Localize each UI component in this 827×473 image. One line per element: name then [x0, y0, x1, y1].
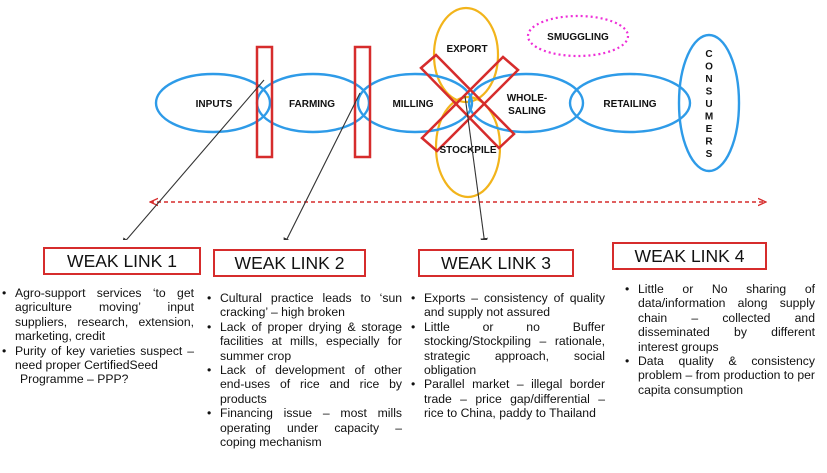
- consumers-node: [677, 33, 741, 173]
- weak-link-1-item: Agro-support services ‘to get agricultur…: [0, 286, 194, 344]
- export-label: EXPORT: [446, 44, 487, 55]
- weak-link-2-item: Financing issue – most mills operating u…: [205, 406, 402, 449]
- inputs-node: [154, 72, 272, 134]
- retailing-node: [568, 72, 692, 134]
- milling-node: [356, 72, 474, 134]
- weak-link-3-item: Little or no Buffer stocking/Stockpiling…: [409, 320, 605, 378]
- weak-link-3-item: Exports – consistency of quality and sup…: [409, 291, 605, 320]
- smuggling-label: SMUGGLING: [547, 32, 609, 43]
- weak-link-4-title: WEAK LINK 4: [612, 242, 767, 270]
- consumers-letter: S: [706, 149, 713, 160]
- wholesaling-node: [467, 72, 585, 134]
- weak-link-2-item: Cultural practice leads to ‘sun cracking…: [205, 291, 402, 320]
- retailing-label: RETAILING: [603, 99, 656, 110]
- arrow-to-weak-link-2: [283, 92, 361, 240]
- wholesaling-label-line1: WHOLE-: [507, 93, 548, 104]
- weak-link-4-item: Data quality & consistency problem – fro…: [623, 354, 815, 397]
- supply-chain-diagram: INPUTS FARMING MILLING WHOLE- SALING RET…: [121, 6, 827, 240]
- arrow-to-weak-link-3: [464, 95, 488, 240]
- weak-link-3-list: Exports – consistency of quality and sup…: [409, 291, 605, 421]
- weak-link-1-marker: [255, 45, 274, 159]
- weak-link-3-cross: [419, 53, 520, 153]
- smuggling-node: [526, 14, 630, 58]
- consumers-letter: R: [705, 137, 713, 148]
- weak-link-1-list: Agro-support services ‘to get agricultur…: [0, 286, 194, 387]
- farming-label: FARMING: [289, 99, 335, 110]
- consumers-letter: C: [705, 49, 712, 60]
- weak-link-3-title: WEAK LINK 3: [418, 249, 574, 277]
- wholesaling-label-line2: SALING: [508, 106, 546, 117]
- consumers-letter: O: [705, 62, 713, 73]
- inputs-label: INPUTS: [196, 99, 233, 110]
- weak-link-4-item: Little or No sharing of data/information…: [623, 282, 815, 354]
- consumers-letter: E: [706, 124, 713, 135]
- consumers-letter: M: [705, 112, 713, 123]
- consumers-letter: S: [706, 87, 713, 98]
- consumers-letter: U: [705, 99, 712, 110]
- consumers-letter: N: [705, 74, 712, 85]
- weak-link-2-list: Cultural practice leads to ‘sun cracking…: [205, 291, 402, 449]
- weak-link-3-item: Parallel market – illegal border trade –…: [409, 377, 605, 420]
- arrow-to-weak-link-1: [121, 79, 265, 240]
- weak-link-4-list: Little or No sharing of data/information…: [623, 282, 815, 397]
- weak-link-2-title: WEAK LINK 2: [213, 249, 366, 277]
- weak-link-1-item: Programme – PPP?: [20, 372, 129, 387]
- milling-label: MILLING: [392, 99, 433, 110]
- stockpile-label: STOCKPILE: [439, 145, 496, 156]
- weak-link-1-item: Purity of key varieties suspect – need p…: [0, 344, 194, 373]
- export-node: [432, 6, 500, 104]
- weak-link-1-title: WEAK LINK 1: [43, 247, 201, 275]
- weak-link-2-item: Lack of development of other end-uses of…: [205, 363, 402, 406]
- weak-link-2-item: Lack of proper drying & storage faciliti…: [205, 320, 402, 363]
